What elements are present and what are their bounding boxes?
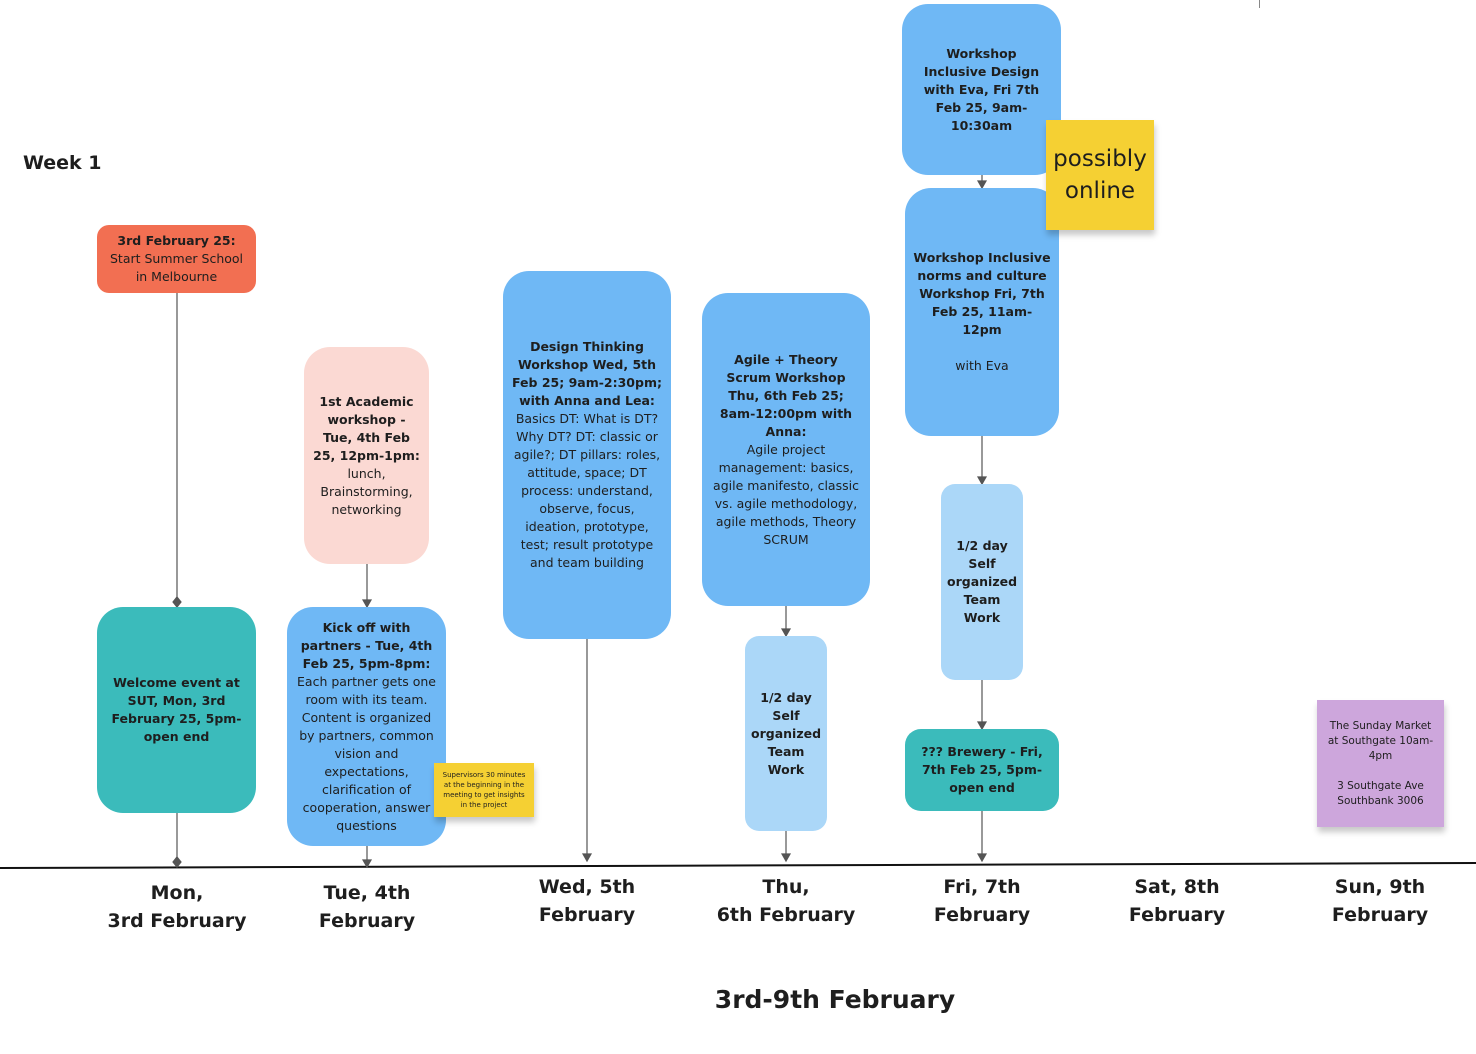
arrowhead	[976, 721, 988, 731]
event-title: Workshop Inclusive Design with Eva, Fri …	[923, 45, 1040, 133]
arrowhead	[976, 853, 988, 863]
timeline-axis	[0, 862, 1476, 869]
sticky-note-sunday-market: The Sunday Market at Southgate 10am-4pm …	[1317, 700, 1444, 827]
event-title: Design Thinking Workshop Wed, 5th Feb 25…	[512, 339, 662, 408]
day-label-mon: Mon,3rd February	[107, 882, 247, 932]
event-description: Each partner gets one room with its team…	[297, 673, 436, 833]
event-kickoff-partners: Kick off with partners - Tue, 4th Feb 25…	[287, 607, 446, 846]
event-title: 3rd February 25:	[117, 233, 236, 248]
event-description: Basics DT: What is DT? Why DT? DT: class…	[513, 411, 661, 570]
diamond-marker	[172, 596, 182, 608]
arrowhead	[361, 599, 373, 609]
event-title: Welcome event at SUT, Mon, 3rd February …	[111, 675, 242, 744]
sticky-text: Supervisors 30 minutes at the beginning …	[442, 771, 526, 809]
day-label-thu: Thu,6th February	[716, 876, 856, 926]
arrowhead	[361, 859, 373, 869]
week-title: Week 1	[23, 152, 102, 174]
sticky-address: 3 Southgate Ave Southbank 3006	[1337, 779, 1424, 807]
arrowhead	[581, 853, 593, 863]
event-title: 1/2 day Self organized Team Work	[947, 538, 1018, 625]
arrowhead	[780, 628, 792, 638]
arrowhead	[976, 476, 988, 486]
event-agile-scrum: Agile + Theory Scrum Workshop Thu, 6th F…	[702, 293, 870, 606]
event-fri-self-organized: 1/2 day Self organized Team Work	[941, 484, 1023, 680]
event-title: Kick off with partners - Tue, 4th Feb 25…	[300, 619, 433, 671]
event-description: Agile project management: basics, agile …	[713, 441, 859, 547]
event-title: ??? Brewery - Fri, 7th Feb 25, 5pm-open …	[921, 744, 1043, 795]
arrowhead	[976, 180, 988, 190]
event-design-thinking: Design Thinking Workshop Wed, 5th Feb 25…	[503, 271, 671, 639]
event-title: 1/2 day Self organized Team Work	[751, 689, 822, 777]
sticky-text: possibly online	[1053, 146, 1147, 204]
event-academic-workshop: 1st Academic workshop - Tue, 4th Feb 25,…	[304, 347, 429, 564]
sticky-note-supervisors: Supervisors 30 minutes at the beginning …	[434, 763, 534, 817]
event-description: Start Summer School in Melbourne	[109, 251, 244, 284]
event-inclusive-design: Workshop Inclusive Design with Eva, Fri …	[902, 4, 1061, 175]
sticky-note-possibly-online: possibly online	[1046, 120, 1154, 230]
event-start-summer-school: 3rd February 25: Start Summer School in M…	[97, 225, 256, 293]
event-description: with Eva	[955, 358, 1009, 373]
arrowhead	[780, 853, 792, 863]
event-title: 1st Academic workshop - Tue, 4th Feb 25,…	[313, 393, 420, 463]
event-title: Agile + Theory Scrum Workshop Thu, 6th F…	[719, 351, 853, 439]
corner-tick	[1259, 0, 1260, 8]
event-description: lunch, Brainstorming, networking	[320, 465, 413, 517]
event-inclusive-norms: Workshop Inclusive norms and culture Wor…	[905, 188, 1059, 436]
sticky-text: The Sunday Market at Southgate 10am-4pm	[1327, 719, 1434, 762]
diamond-marker	[172, 856, 182, 868]
range-title: 3rd-9th February	[714, 985, 956, 1014]
event-thu-self-organized: 1/2 day Self organized Team Work	[745, 636, 827, 831]
event-brewery: ??? Brewery - Fri, 7th Feb 25, 5pm-open …	[905, 729, 1059, 811]
event-welcome: Welcome event at SUT, Mon, 3rd February …	[97, 607, 256, 813]
event-title: Workshop Inclusive norms and culture Wor…	[913, 250, 1051, 337]
